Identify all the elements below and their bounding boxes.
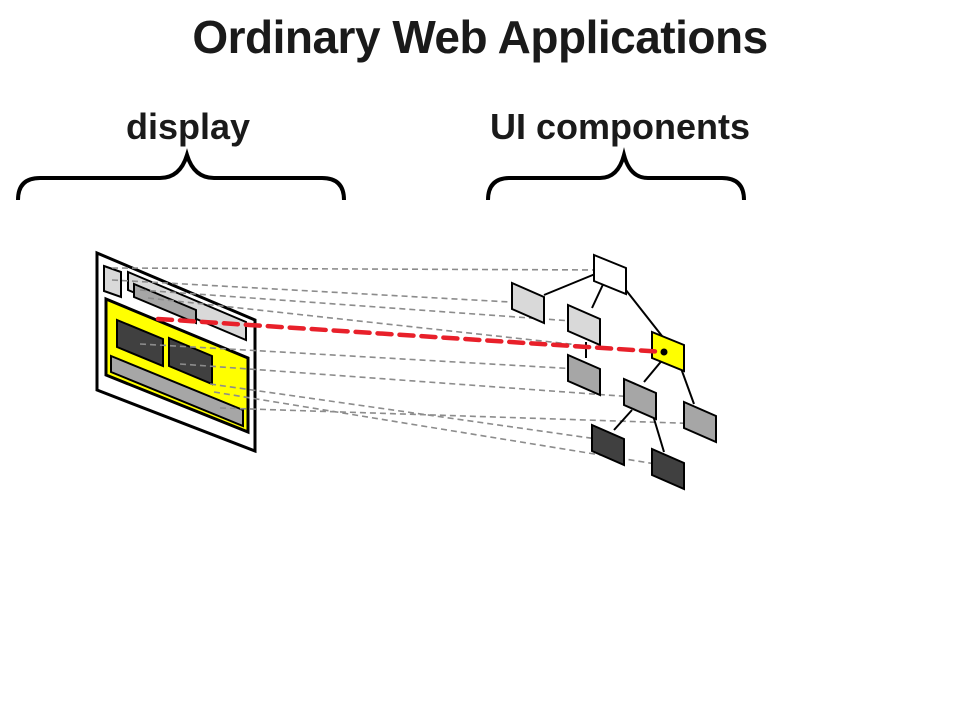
display-panel: [95, 250, 257, 454]
display-dark-block-left: [116, 318, 164, 368]
display-label: display: [125, 106, 251, 147]
page-title: Ordinary Web Applications: [192, 11, 768, 63]
ui-components-brace: [486, 147, 746, 201]
display-small-block: [103, 264, 122, 299]
tree-node-b: [567, 303, 601, 347]
display-brace: [16, 148, 346, 201]
tree-node-a: [511, 281, 545, 325]
ui-component-tree: [511, 253, 717, 491]
tree-node-d: [623, 377, 657, 421]
tree-node-e: [683, 400, 717, 444]
highlighted-mapping: [155, 316, 668, 356]
tree-node-c: [567, 353, 601, 397]
ui-components-label: UI components: [489, 106, 750, 147]
highlighted-mapping-endpoint: [660, 348, 668, 356]
tree-node-g: [651, 447, 685, 491]
mapping-lines: [111, 267, 709, 467]
tree-node-root: [593, 253, 627, 296]
tree-node-f: [591, 423, 625, 467]
display-bottom-bar: [110, 354, 244, 428]
display-nav-bar: [133, 282, 197, 325]
